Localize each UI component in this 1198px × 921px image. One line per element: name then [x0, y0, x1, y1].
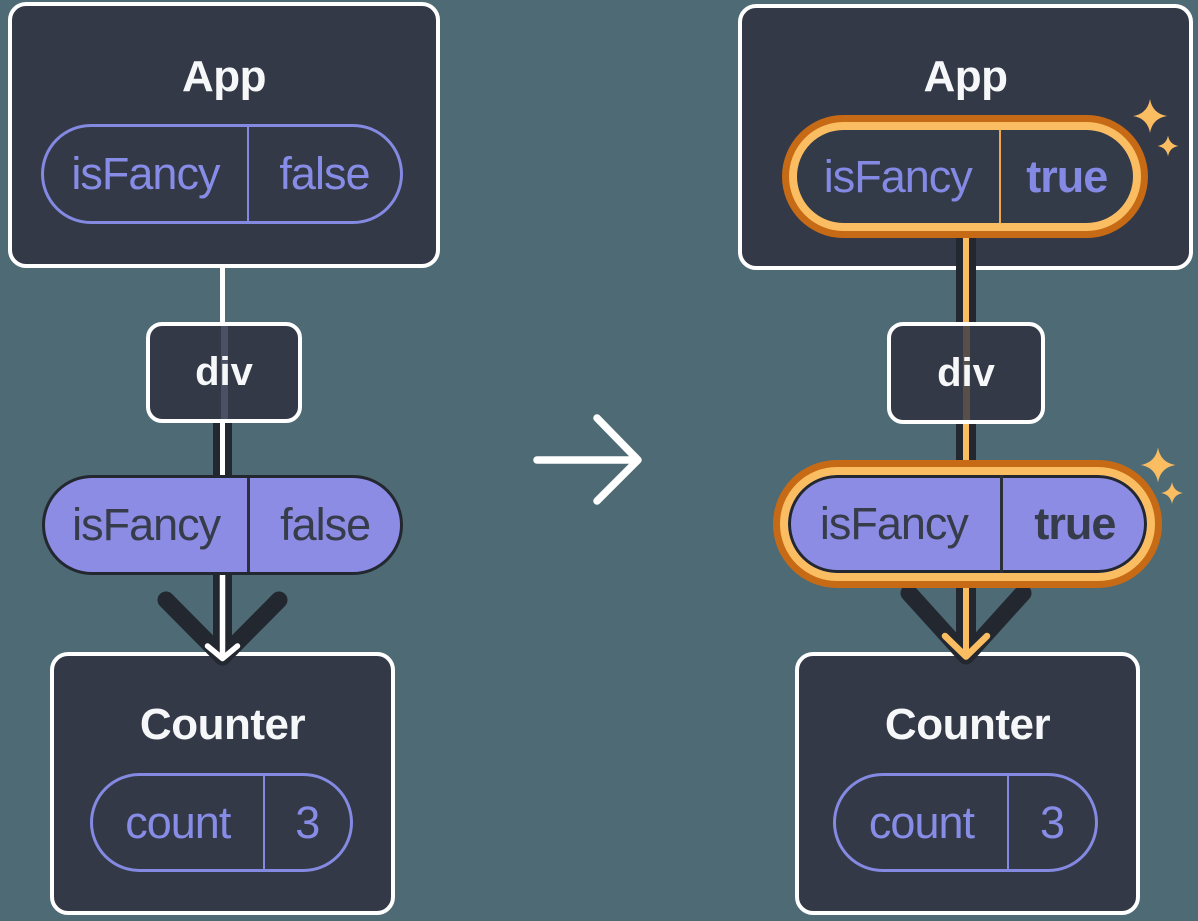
before-app-title: App [181, 52, 267, 101]
before-passed-prop-pill: isFancy false [42, 475, 403, 575]
state-value: false [246, 127, 400, 221]
before-counter-title: Counter [139, 700, 306, 749]
state-value: 3 [1006, 776, 1095, 869]
state-value: true [998, 130, 1133, 223]
before-counter-state-pill: count 3 [90, 773, 353, 872]
prop-name: isFancy [819, 498, 969, 549]
line-ghost [962, 326, 970, 420]
before-div-node: div [146, 322, 302, 423]
arrow-right-icon [533, 414, 642, 505]
state-value: 3 [262, 776, 350, 869]
state-name: isFancy [71, 148, 220, 199]
prop-name: isFancy [72, 499, 221, 550]
after-div-label: div [937, 350, 995, 395]
after-app-state-pill: isFancy true [789, 122, 1141, 231]
after-passed-prop-pill: isFancy true [780, 467, 1155, 581]
after-div-node: div [887, 322, 1045, 424]
after-counter-title: Counter [884, 700, 1051, 749]
line-ghost [220, 326, 228, 419]
sparkle-icon [1140, 447, 1176, 483]
before-app-state-pill: isFancy false [41, 124, 403, 224]
state-name: count [868, 796, 975, 848]
prop-value: false [247, 478, 400, 572]
before-div-label: div [195, 350, 253, 394]
sparkle-icon [1161, 482, 1183, 504]
after-app-title: App [923, 52, 1008, 101]
state-name: count [125, 796, 231, 848]
prop-value: true [999, 475, 1147, 573]
state-name: isFancy [823, 150, 973, 202]
after-counter-state-pill: count 3 [833, 773, 1098, 872]
